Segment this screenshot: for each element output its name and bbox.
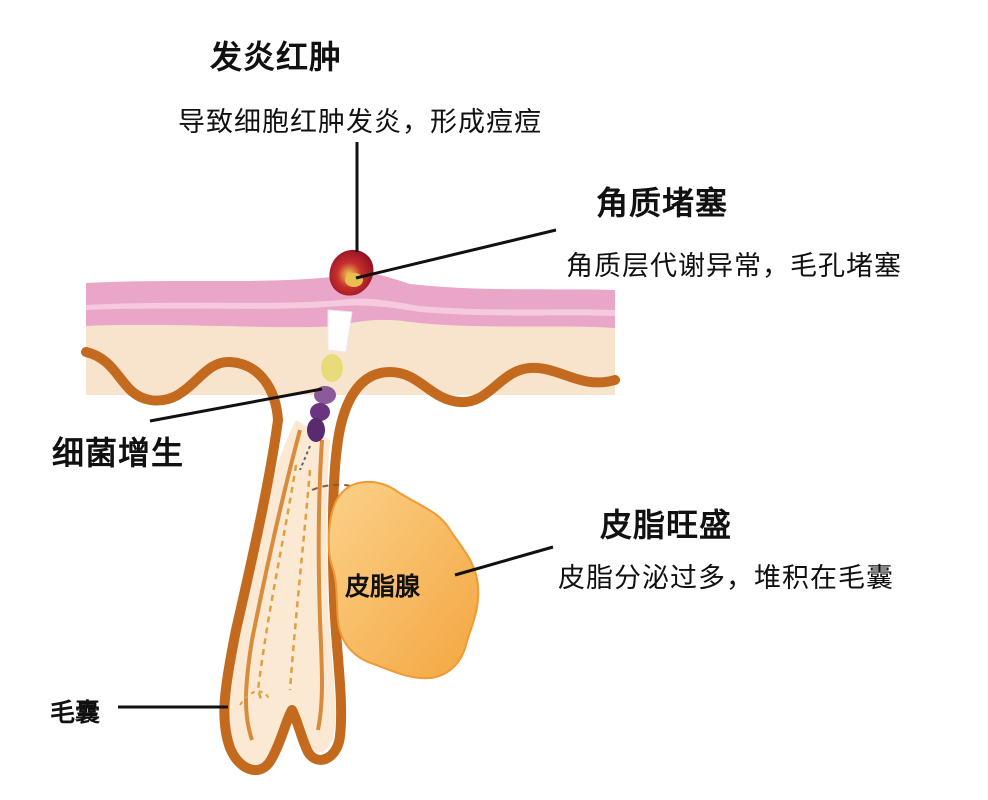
pimple-core	[345, 273, 363, 287]
hair-follicle-label: 毛囊	[50, 698, 101, 727]
bacteria-title: 细菌增生	[52, 434, 185, 472]
keratin-description: 角质层代谢异常，毛孔堵塞	[566, 251, 902, 282]
pimple	[329, 249, 374, 296]
keratin-plug	[327, 309, 353, 353]
sebum-title: 皮脂旺盛	[600, 506, 733, 544]
sebaceous-gland	[327, 480, 480, 680]
keratin-title: 角质堵塞	[596, 184, 729, 222]
sebaceous-gland-label: 皮脂腺	[345, 572, 421, 601]
hair-follicle-structure	[81, 347, 620, 775]
hair-strand-dashed	[299, 445, 311, 471]
keratin-blob	[321, 354, 343, 382]
bacteria-blob-3	[307, 418, 325, 442]
epidermis-stripe	[86, 298, 615, 316]
sebaceous-gland-shape	[327, 480, 480, 680]
leader-lines	[118, 142, 557, 709]
dermis-layer	[86, 318, 615, 395]
leader-keratin	[355, 228, 557, 280]
leader-sebum	[454, 545, 554, 577]
sebum-path-dashed-2	[288, 469, 312, 691]
leader-bacteria	[149, 387, 323, 423]
sebum-description: 皮脂分泌过多，堆积在毛囊	[558, 563, 894, 594]
inflammation-title: 发炎红肿	[210, 38, 343, 76]
sebum-path-dashed	[256, 464, 298, 703]
follicle-inner-wall-right	[316, 439, 324, 731]
follicle-inner-wall-left	[244, 429, 302, 741]
hair-bulb-dashed	[239, 690, 271, 706]
inflammation-description: 导致细胞红肿发炎，形成痘痘	[178, 107, 542, 138]
skin-layers	[86, 272, 615, 395]
bacteria-blob-2	[310, 403, 330, 421]
follicle-wall	[81, 347, 620, 775]
